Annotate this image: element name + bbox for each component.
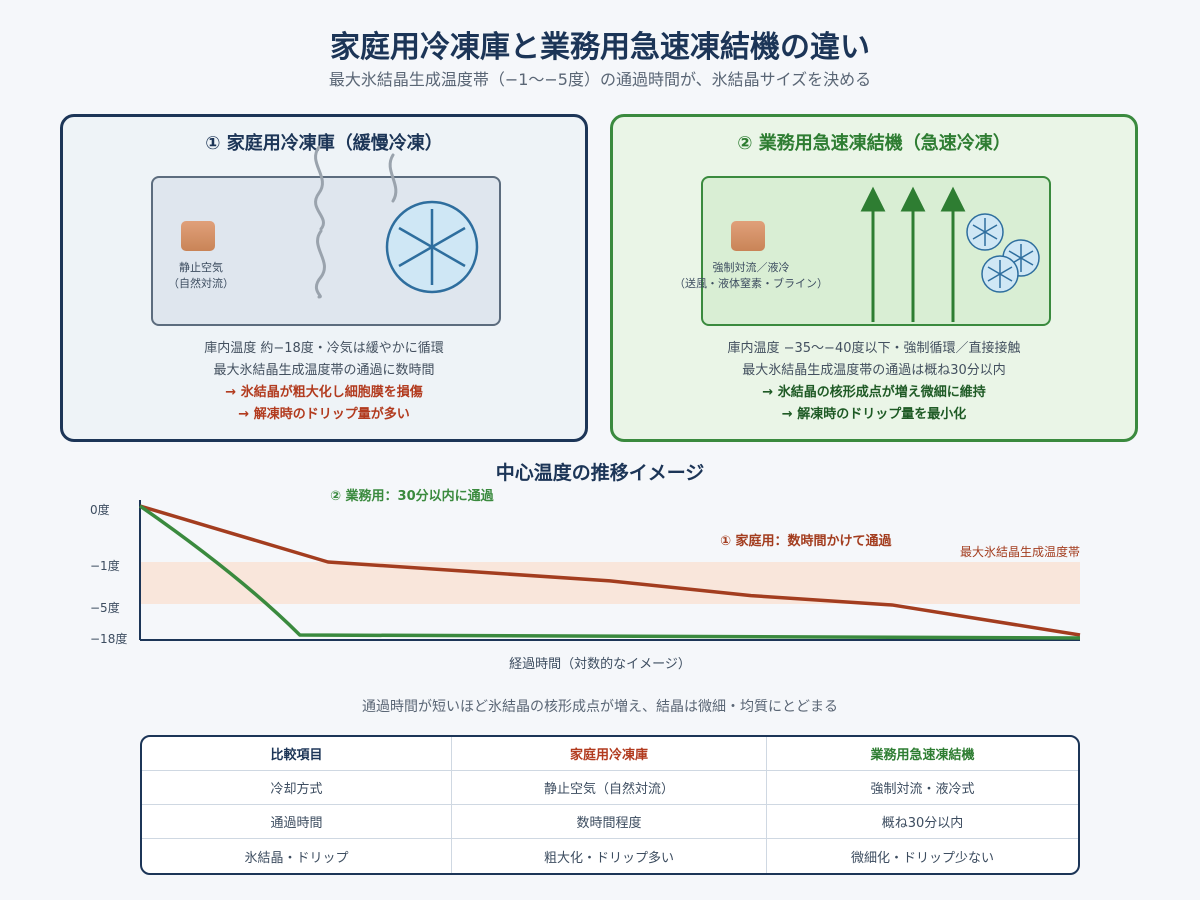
home-freezer-chamber: 静止空気 （自然対流）: [151, 176, 501, 326]
chart-caption: 通過時間が短いほど氷結晶の核形成点が増え、結晶は微細・均質にとどまる: [362, 699, 838, 715]
large-ice-crystal-icon: [385, 200, 479, 294]
table-cell: 粗大化・ドリップ多い: [452, 839, 767, 873]
table-header-cell: 家庭用冷凍庫: [452, 737, 767, 770]
y-tick-label: 0度: [90, 502, 110, 517]
business-chamber-label: 強制対流／液冷 （送風・液体窒素・ブライン）: [674, 261, 828, 290]
forced-airflow-arrow-icon: [860, 186, 966, 322]
home-freezer-heading: ① 家庭用冷凍庫（緩慢冷凍）: [205, 133, 443, 154]
table-row: 氷結晶・ドリップ 粗大化・ドリップ多い 微細化・ドリップ少ない: [142, 839, 1078, 873]
business-chamber-art: [860, 186, 1040, 322]
business-freezer-chamber: 強制対流／液冷 （送風・液体窒素・ブライン）: [674, 176, 1051, 326]
business-desc-line: 最大氷結晶生成温度帯の通過は概ね30分以内: [742, 363, 1006, 378]
home-effect-line: → 解凍時のドリップ量が多い: [238, 407, 410, 422]
y-tick-label: −18度: [90, 631, 127, 646]
business-freezer-heading: ② 業務用急速凍結機（急速冷凍）: [737, 133, 1011, 154]
series-line: [139, 504, 1081, 637]
table-row: 通過時間 数時間程度 概ね30分以内: [142, 805, 1078, 839]
freeze-band-label: 最大氷結晶生成温度帯: [960, 544, 1080, 559]
x-axis-label: 経過時間（対数的なイメージ）: [509, 656, 691, 672]
table-header-cell: 比較項目: [142, 737, 452, 770]
table-header-cell: 業務用急速凍結機: [870, 748, 975, 763]
y-tick-label: −5度: [90, 600, 120, 615]
food-block-icon: [731, 221, 765, 251]
table-cell: 静止空気（自然対流）: [452, 771, 767, 804]
home-desc-line: 庫内温度 約−18度・冷気は緩やかに循環: [204, 341, 444, 356]
table-header-row: 比較項目 家庭用冷凍庫 業務用急速凍結機: [142, 737, 1078, 771]
home-effect-line: → 氷結晶が粗大化し細胞膜を損傷: [225, 385, 423, 400]
table-cell: 通過時間: [142, 805, 452, 838]
food-block-icon: [181, 221, 215, 251]
business-freezer-description: 庫内温度 −35〜−40度以下・強制循環／直接接触 最大氷結晶生成温度帯の通過は…: [613, 338, 1135, 426]
series-line: [139, 504, 1081, 640]
small-ice-crystal-icon: [966, 213, 1040, 293]
table-cell: 氷結晶・ドリップ: [142, 839, 452, 873]
business-effect-line: → 氷結晶の核形成点が増え微細に維持: [762, 385, 986, 400]
page-subtitle: 最大氷結晶生成温度帯（−1〜−5度）の通過時間が、氷結晶サイズを決める: [328, 70, 872, 89]
cold-air-wave-icon: [314, 145, 398, 299]
table-cell: 強制対流・液冷式: [870, 782, 975, 797]
home-freezer-description: 庫内温度 約−18度・冷気は緩やかに循環 最大氷結晶生成温度帯の通過に数時間 →…: [63, 338, 585, 426]
page-title: 家庭用冷凍庫と業務用急速凍結機の違い: [330, 30, 870, 65]
series-label: ① 家庭用：数時間かけて通過: [720, 533, 893, 549]
business-desc-line: 庫内温度 −35〜−40度以下・強制循環／直接接触: [727, 341, 1021, 356]
business-freezer-panel: ② 業務用急速凍結機（急速冷凍） 強制対流／液冷 （送風・液体窒素・ブライン）: [610, 114, 1138, 442]
y-tick-label: −1度: [90, 558, 120, 573]
table-cell: 数時間程度: [452, 805, 767, 838]
table-cell: 冷却方式: [142, 771, 452, 804]
home-freezer-panel: ① 家庭用冷凍庫（緩慢冷凍） 静止空気 （自然対流） 庫内温度 約−18度・冷気…: [60, 114, 588, 442]
table-cell: 概ね30分以内: [881, 816, 964, 831]
comparison-table: 比較項目 家庭用冷凍庫 業務用急速凍結機 冷却方式 静止空気（自然対流） 強制対…: [140, 735, 1080, 875]
freeze-band: [140, 562, 1080, 604]
table-cell: 微細化・ドリップ少ない: [850, 850, 994, 866]
chart-title: 中心温度の推移イメージ: [495, 462, 705, 484]
home-desc-line: 最大氷結晶生成温度帯の通過に数時間: [213, 363, 435, 378]
table-row: 冷却方式 静止空気（自然対流） 強制対流・液冷式: [142, 771, 1078, 805]
home-chamber-label: 静止空気 （自然対流）: [168, 261, 234, 290]
business-effect-line: → 解凍時のドリップ量を最小化: [781, 407, 967, 422]
series-label: ② 業務用：30分以内に通過: [330, 488, 495, 504]
